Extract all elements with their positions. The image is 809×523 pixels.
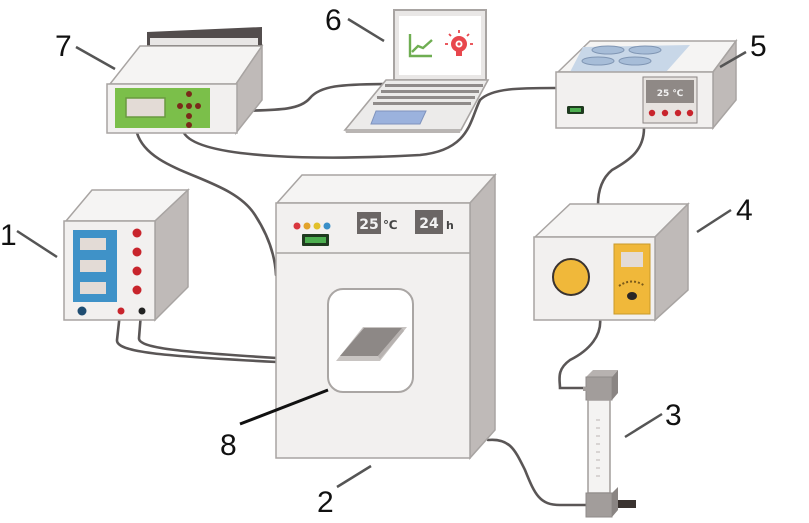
power-supply (63, 188, 190, 322)
pump-controller (533, 202, 690, 322)
water-bath-display: 25 ℃ (657, 89, 684, 99)
cable-daq-waterbath (182, 86, 557, 159)
label-1: 1 (0, 219, 17, 252)
label-8: 8 (220, 429, 237, 462)
cable-power-black (137, 311, 279, 360)
flowmeter-valve[interactable] (618, 500, 636, 508)
cable-power-red (115, 311, 279, 364)
water-bath: 25 ℃ (555, 38, 738, 131)
cables (115, 82, 646, 507)
keyboard[interactable] (373, 84, 483, 105)
incubator: 25 ℃ 24 h (275, 173, 497, 460)
cable-incubator-flowmeter (486, 438, 589, 507)
time-display: 24 (419, 216, 439, 232)
label-4: 4 (736, 194, 753, 227)
laptop (343, 9, 490, 133)
cable-daq-incubator (135, 131, 278, 277)
flowmeter (583, 370, 636, 518)
label-5: 5 (750, 30, 767, 63)
daq-screen (125, 97, 166, 118)
black-terminal[interactable] (138, 307, 146, 315)
water-bath-buttons[interactable] (648, 109, 694, 117)
cable-waterbath-pump (596, 126, 646, 207)
temperature-display: 25 (359, 217, 378, 233)
chart-icon (408, 34, 433, 58)
cable-daq-laptop (236, 82, 390, 113)
daq-buttons[interactable] (177, 91, 201, 128)
power-knobs[interactable] (132, 228, 142, 295)
label-6: 6 (325, 4, 342, 37)
label-2: 2 (317, 486, 334, 519)
power-switch[interactable] (77, 306, 87, 316)
time-unit: h (446, 219, 454, 232)
leader-8 (239, 388, 329, 426)
sample-device (336, 327, 407, 361)
pump-knob[interactable] (552, 258, 590, 296)
label-3: 3 (665, 399, 682, 432)
temperature-unit: ℃ (383, 218, 398, 232)
labels: 7 6 5 1 4 3 8 2 (0, 4, 767, 519)
indicator-lights (293, 222, 331, 230)
flowmeter-scale (596, 419, 600, 477)
trackpad[interactable] (370, 110, 427, 125)
label-7: 7 (55, 30, 72, 63)
cable-pump-flowmeter (558, 316, 602, 390)
red-terminal[interactable] (117, 307, 125, 315)
lightbulb-icon (445, 30, 473, 56)
daq-unit (106, 27, 264, 136)
